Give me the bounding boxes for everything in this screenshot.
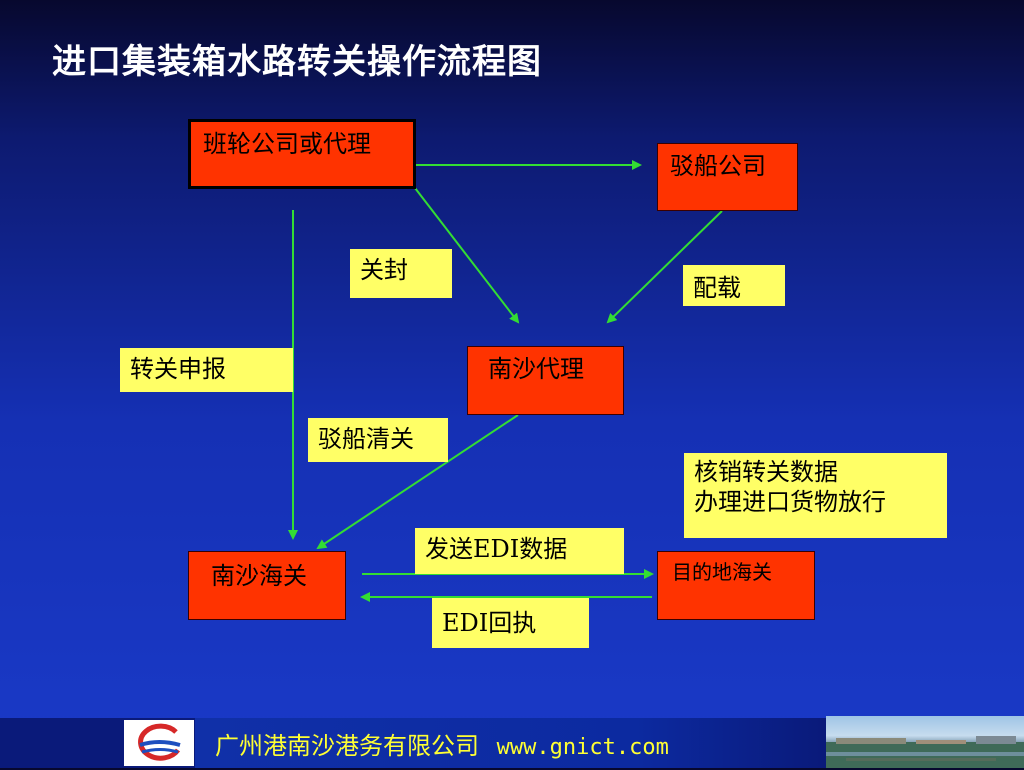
arrow-agent-to-customs — [316, 414, 519, 550]
label-seal: 关封 — [350, 249, 452, 298]
label-verify-release: 核销转关数据 办理进口货物放行 — [684, 453, 947, 538]
label-verify-line2: 办理进口货物放行 — [694, 488, 886, 516]
label-stowage: 配载 — [683, 265, 785, 306]
arrow-barge-to-agent — [606, 210, 723, 324]
label-transfer-declaration: 转关申报 — [120, 348, 293, 392]
company-logo-icon — [124, 720, 194, 766]
footer-company-name: 广州港南沙港务有限公司 — [215, 732, 479, 760]
label-barge-clearance: 驳船清关 — [308, 418, 448, 462]
label-verify-line1: 核销转关数据 — [694, 458, 838, 486]
footer-text: 广州港南沙港务有限公司 www.gnict.com — [215, 726, 669, 761]
node-shipping-company: 班轮公司或代理 — [188, 119, 416, 189]
page-title: 进口集装箱水路转关操作流程图 — [52, 42, 542, 82]
footer-band — [195, 718, 825, 768]
arrow-shipping-to-agent — [414, 187, 520, 324]
node-barge-company: 驳船公司 — [657, 143, 798, 211]
node-nansha-agent: 南沙代理 — [467, 346, 624, 415]
node-nansha-customs: 南沙海关 — [188, 551, 346, 620]
label-edi-receipt: EDI回执 — [432, 598, 589, 648]
node-destination-customs: 目的地海关 — [657, 551, 815, 620]
label-send-edi: 发送EDI数据 — [415, 528, 624, 574]
footer-url[interactable]: www.gnict.com — [496, 735, 669, 760]
port-photo — [826, 716, 1024, 768]
